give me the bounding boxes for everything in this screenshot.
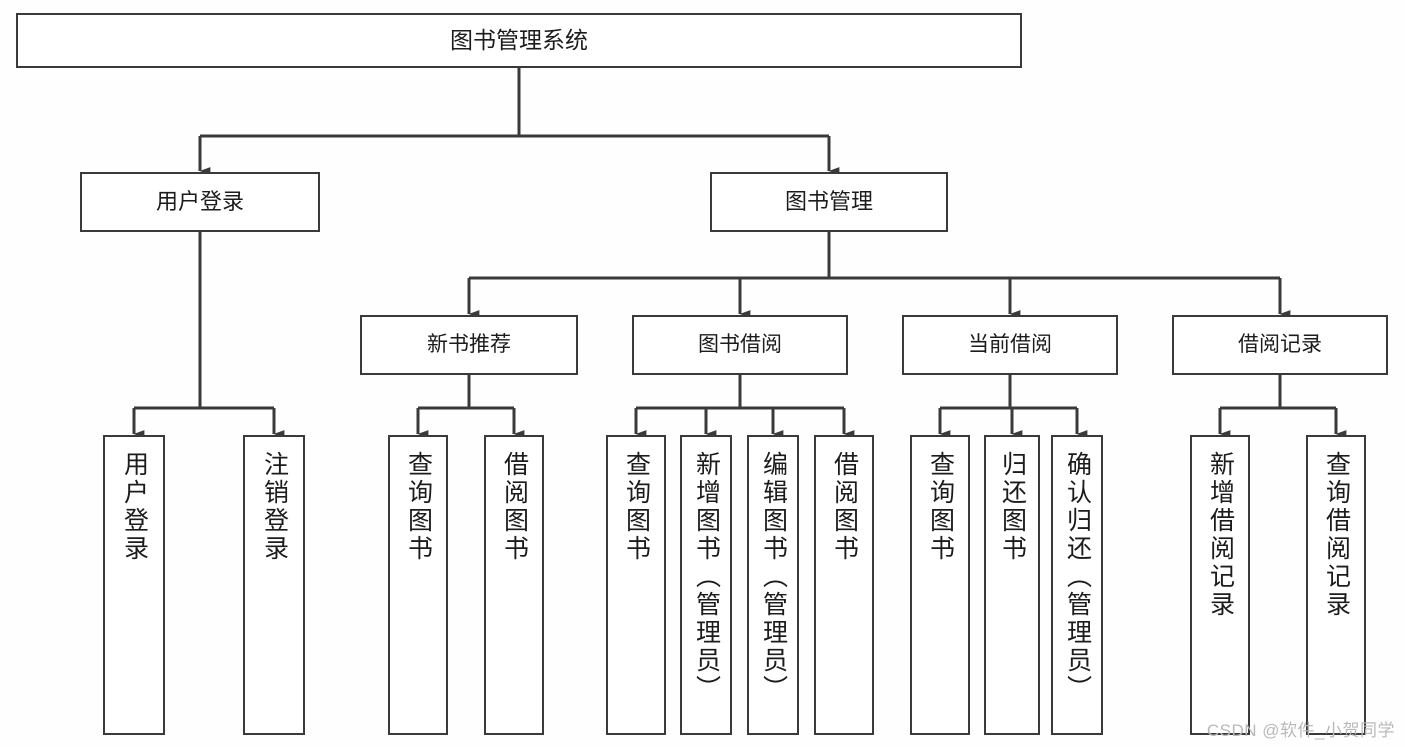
node-level2-current-borrow[interactable]: 当前借阅 xyxy=(902,315,1118,375)
node-label: 图书管理系统 xyxy=(450,27,588,54)
node-leaf-confirm-return-admin[interactable]: 确认归还（管理员） xyxy=(1051,435,1103,735)
csdn-watermark: CSDN @软件_小贺同学 xyxy=(1206,721,1395,740)
node-level2-book-borrow[interactable]: 图书借阅 xyxy=(632,315,848,375)
node-label: 新增图书（管理员） xyxy=(692,451,721,703)
node-leaf-logout[interactable]: 注销登录 xyxy=(243,435,305,735)
node-label: 查询图书 xyxy=(926,451,955,563)
node-label: 新书推荐 xyxy=(427,333,511,357)
node-label: 新增借阅记录 xyxy=(1206,451,1235,619)
node-label: 注销登录 xyxy=(260,451,289,563)
node-label: 查询图书 xyxy=(622,451,651,563)
node-leaf-return-book[interactable]: 归还图书 xyxy=(984,435,1040,735)
node-leaf-query-book-borrow[interactable]: 查询图书 xyxy=(606,435,666,735)
node-root-图书管理系统[interactable]: 图书管理系统 xyxy=(16,13,1022,68)
connector-lines xyxy=(132,68,1347,438)
node-leaf-query-book-current[interactable]: 查询图书 xyxy=(910,435,970,735)
node-leaf-query-book-recommend[interactable]: 查询图书 xyxy=(388,435,448,735)
node-label: 用户登录 xyxy=(120,451,149,563)
node-label: 编辑图书（管理员） xyxy=(759,451,788,703)
node-label: 确认归还（管理员） xyxy=(1063,451,1092,703)
node-leaf-query-borrow-record[interactable]: 查询借阅记录 xyxy=(1306,435,1366,735)
node-level1-user-login[interactable]: 用户登录 xyxy=(80,172,320,232)
node-label: 用户登录 xyxy=(155,189,244,215)
node-label: 借阅图书 xyxy=(500,451,529,563)
node-leaf-borrow-book-recommend[interactable]: 借阅图书 xyxy=(484,435,544,735)
node-label: 归还图书 xyxy=(998,451,1027,563)
node-leaf-borrow-book[interactable]: 借阅图书 xyxy=(814,435,874,735)
node-leaf-add-borrow-record[interactable]: 新增借阅记录 xyxy=(1190,435,1250,735)
node-label: 查询借阅记录 xyxy=(1322,451,1351,619)
node-leaf-add-book-admin[interactable]: 新增图书（管理员） xyxy=(680,435,732,735)
node-label: 借阅记录 xyxy=(1238,333,1322,357)
node-label: 图书借阅 xyxy=(698,333,782,357)
node-label: 当前借阅 xyxy=(968,333,1052,357)
node-level1-book-management[interactable]: 图书管理 xyxy=(710,172,948,232)
node-label: 图书管理 xyxy=(784,189,873,215)
node-label: 查询图书 xyxy=(404,451,433,563)
node-level2-borrow-record[interactable]: 借阅记录 xyxy=(1172,315,1388,375)
node-leaf-user-login[interactable]: 用户登录 xyxy=(103,435,165,735)
node-leaf-edit-book-admin[interactable]: 编辑图书（管理员） xyxy=(747,435,799,735)
node-level2-new-book-recommend[interactable]: 新书推荐 xyxy=(360,315,578,375)
node-label: 借阅图书 xyxy=(830,451,859,563)
